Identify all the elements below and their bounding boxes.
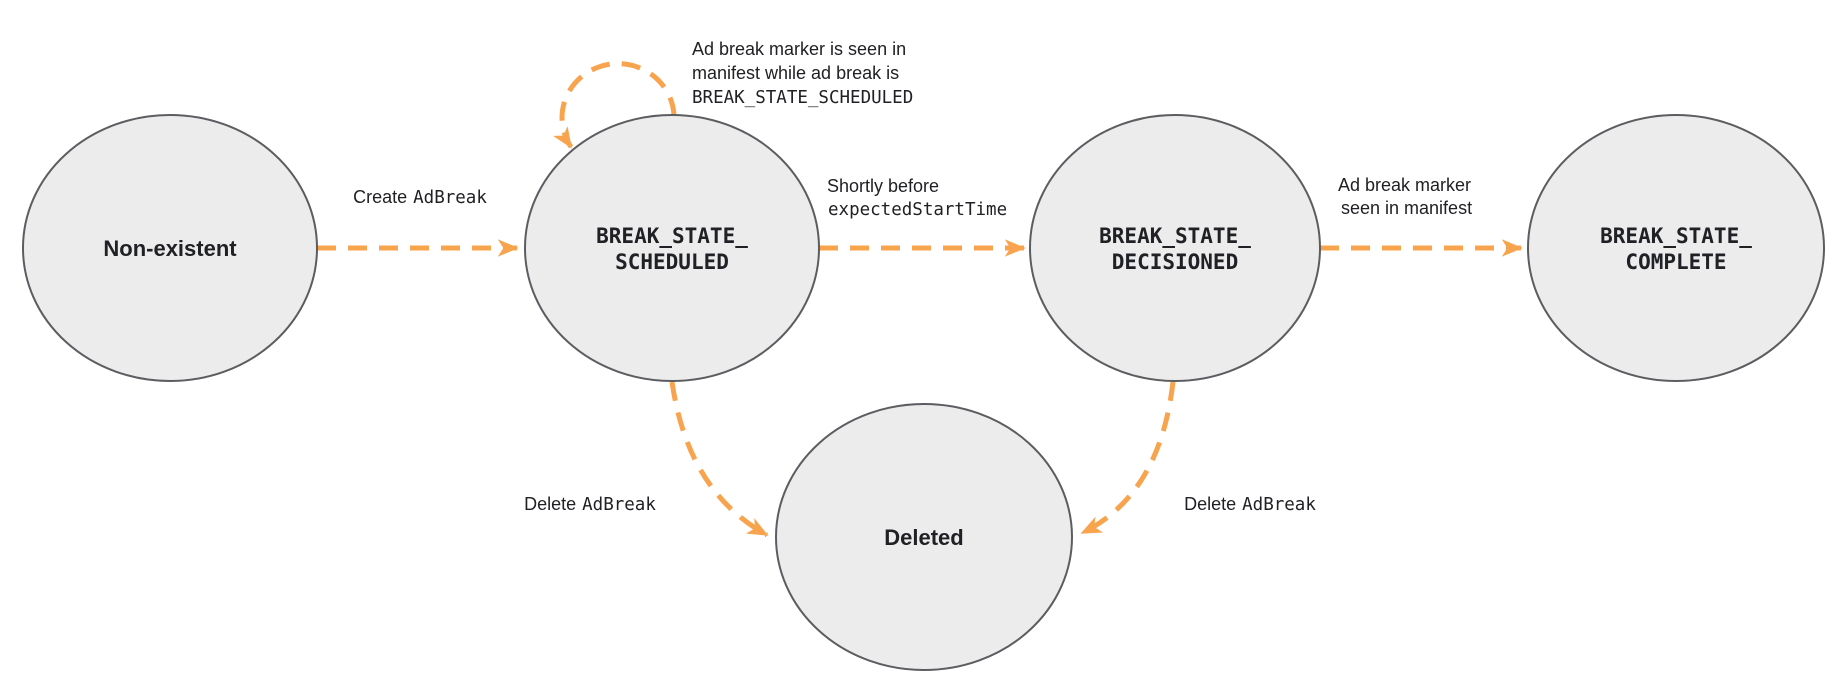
edge-label-create-code: AdBreak xyxy=(413,188,487,208)
edge-label-delete-from-scheduled: Delete AdBreak xyxy=(524,494,656,515)
edge-label-to-complete-line1: Ad break marker xyxy=(1338,175,1471,195)
edge-label-delete-right-code: AdBreak xyxy=(1242,495,1316,515)
node-label-non-existent: Non-existent xyxy=(103,236,237,261)
edge-self-loop-arrow xyxy=(553,61,677,149)
edge-label-to-decisioned-line1: Shortly before xyxy=(827,176,939,196)
node-deleted xyxy=(775,403,1073,671)
node-label-decisioned-line2: DECISIONED xyxy=(1112,250,1238,274)
node-break-state-decisioned xyxy=(1029,114,1321,382)
node-break-state-scheduled xyxy=(524,114,820,382)
edge-label-create-adbreak: Create AdBreak xyxy=(353,187,487,208)
node-non-existent xyxy=(22,114,318,382)
edge-label-to-decisioned-line2-code: expectedStartTime xyxy=(828,200,1007,220)
node-label-deleted: Deleted xyxy=(884,525,963,550)
node-label-decisioned-line1: BREAK_STATE_ xyxy=(1099,224,1251,248)
edge-delete-from-scheduled-arrow xyxy=(669,381,769,538)
edge-label-to-complete-line2: seen in manifest xyxy=(1341,198,1472,218)
edge-label-delete-left-code: AdBreak xyxy=(582,495,656,515)
node-label-scheduled-line2: SCHEDULED xyxy=(615,250,729,274)
edge-delete-from-decisioned-arrow xyxy=(1080,381,1176,536)
node-break-state-complete xyxy=(1527,114,1825,382)
edge-label-self-loop-line2: manifest while ad break is xyxy=(692,63,899,83)
node-label-complete-line2: COMPLETE xyxy=(1625,250,1726,274)
edge-label-self-loop-line3-code: BREAK_STATE_SCHEDULED xyxy=(692,88,913,108)
edge-label-delete-left-text: Delete xyxy=(524,494,576,514)
edge-label-delete-from-decisioned: Delete AdBreak xyxy=(1184,494,1316,515)
node-label-scheduled-line1: BREAK_STATE_ xyxy=(596,224,748,248)
edge-label-self-loop-line1: Ad break marker is seen in xyxy=(692,39,906,59)
edge-label-create-text: Create xyxy=(353,187,407,207)
node-label-complete-line1: BREAK_STATE_ xyxy=(1600,224,1752,248)
edge-label-delete-right-text: Delete xyxy=(1184,494,1236,514)
